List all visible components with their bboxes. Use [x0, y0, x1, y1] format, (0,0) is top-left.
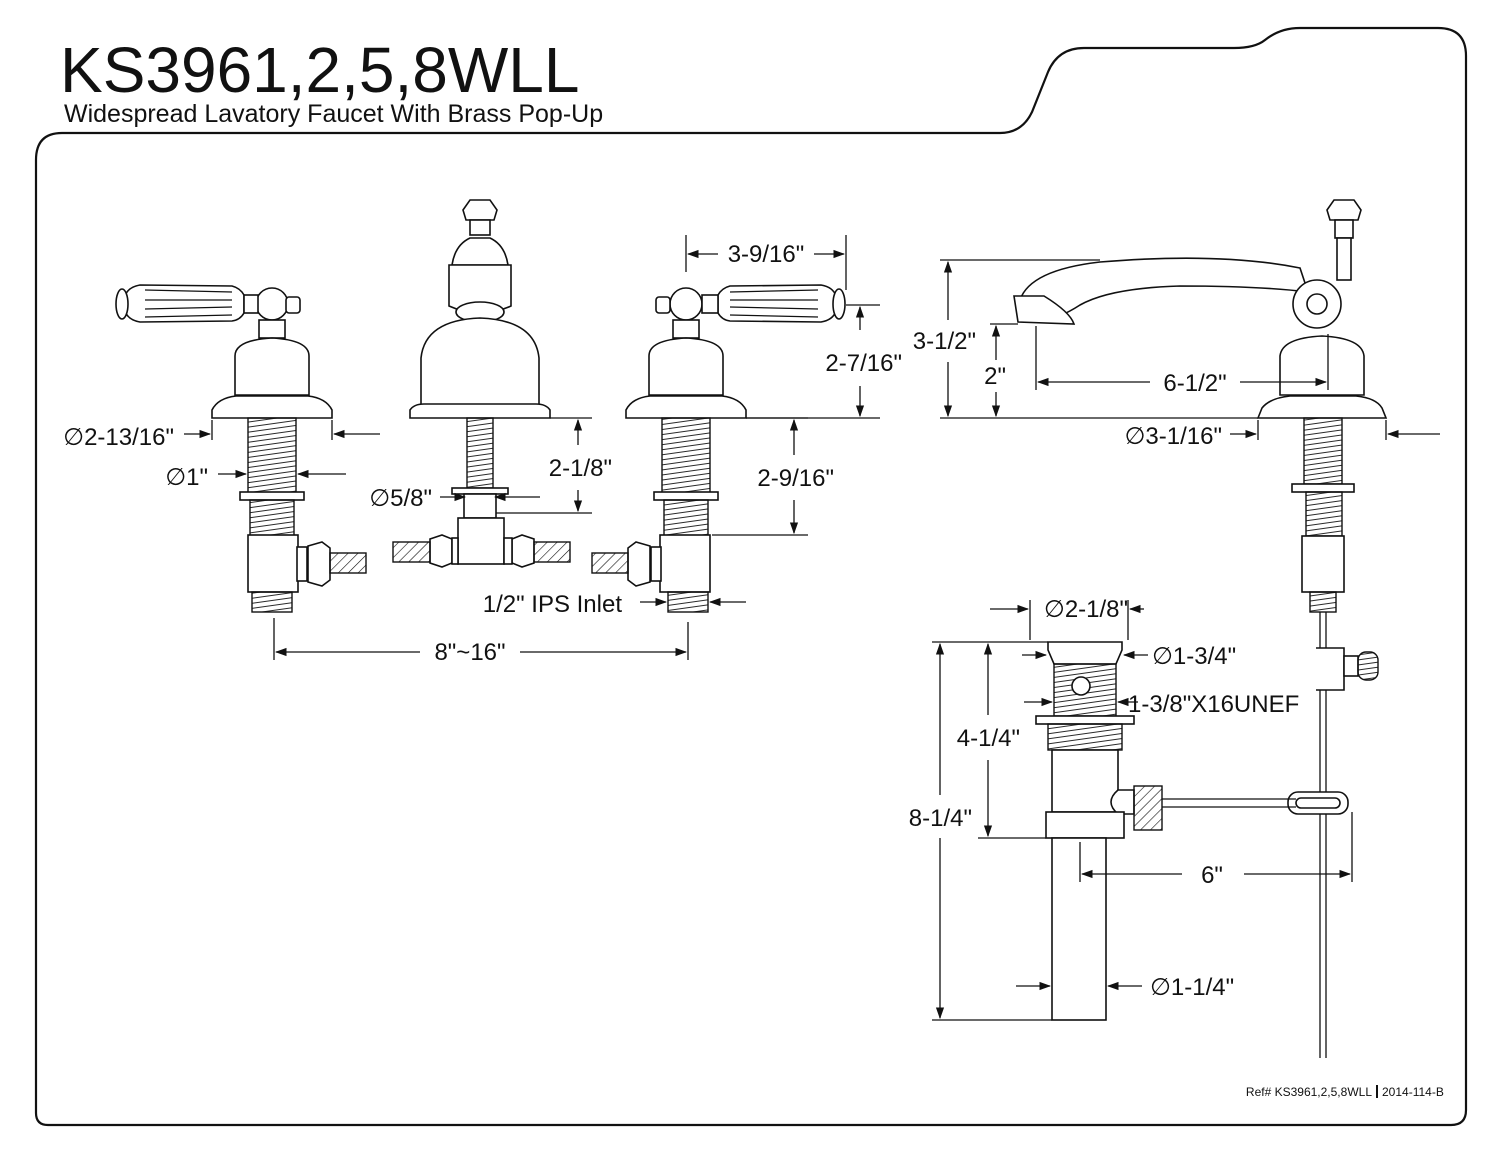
footer-separator — [1376, 1085, 1378, 1098]
dim-spout-reach: 6-1/2" — [1163, 370, 1226, 397]
dim-spout-height: 2" — [984, 363, 1006, 390]
page-title: KS3961,2,5,8WLL — [60, 34, 579, 106]
dim-spout-shank-length: 2-1/8" — [549, 455, 612, 482]
dimension-lines — [184, 235, 1440, 1021]
dim-shank-diameter: ∅1" — [165, 464, 208, 491]
dim-handle-spread: 3-9/16" — [728, 241, 805, 268]
dim-handle-height: 2-7/16" — [825, 350, 902, 377]
dim-tailpiece-diameter: ∅1-1/4" — [1150, 974, 1234, 1001]
dim-drain-flange-diameter: ∅2-1/8" — [1044, 596, 1128, 623]
left-handle-assembly — [115, 284, 367, 613]
dim-inlet: 1/2" IPS Inlet — [483, 591, 623, 618]
dim-drain-cap-diameter: ∅1-3/4" — [1152, 643, 1236, 670]
dim-drain-thread: 1-3/8"X16UNEF — [1128, 691, 1299, 718]
dim-rod-length: 6" — [1201, 862, 1223, 889]
center-spout-valve — [392, 199, 571, 568]
footer-code: 2014-114-B — [1382, 1085, 1444, 1099]
spout-side-view — [1013, 199, 1388, 1058]
dim-drain-body-length: 4-1/4" — [957, 725, 1020, 752]
page-subtitle: Widespread Lavatory Faucet With Brass Po… — [64, 100, 603, 128]
right-handle-assembly — [591, 284, 846, 613]
sheet-frame — [34, 26, 1468, 1127]
dim-center-spread: 8"~16" — [434, 639, 505, 666]
dim-spout-base-diameter: ∅3-1/16" — [1125, 423, 1222, 450]
footer-ref: Ref# KS3961,2,5,8WLL — [1246, 1085, 1372, 1099]
popup-drain — [1035, 641, 1296, 1021]
dim-handle-shank-length: 2-9/16" — [757, 465, 834, 492]
dim-spout-shank-diameter: ∅5/8" — [369, 485, 432, 512]
dim-spout-total-height: 3-1/2" — [913, 328, 976, 355]
dim-flange-diameter: ∅2-13/16" — [63, 424, 174, 451]
dim-drain-total-length: 8-1/4" — [909, 805, 972, 832]
